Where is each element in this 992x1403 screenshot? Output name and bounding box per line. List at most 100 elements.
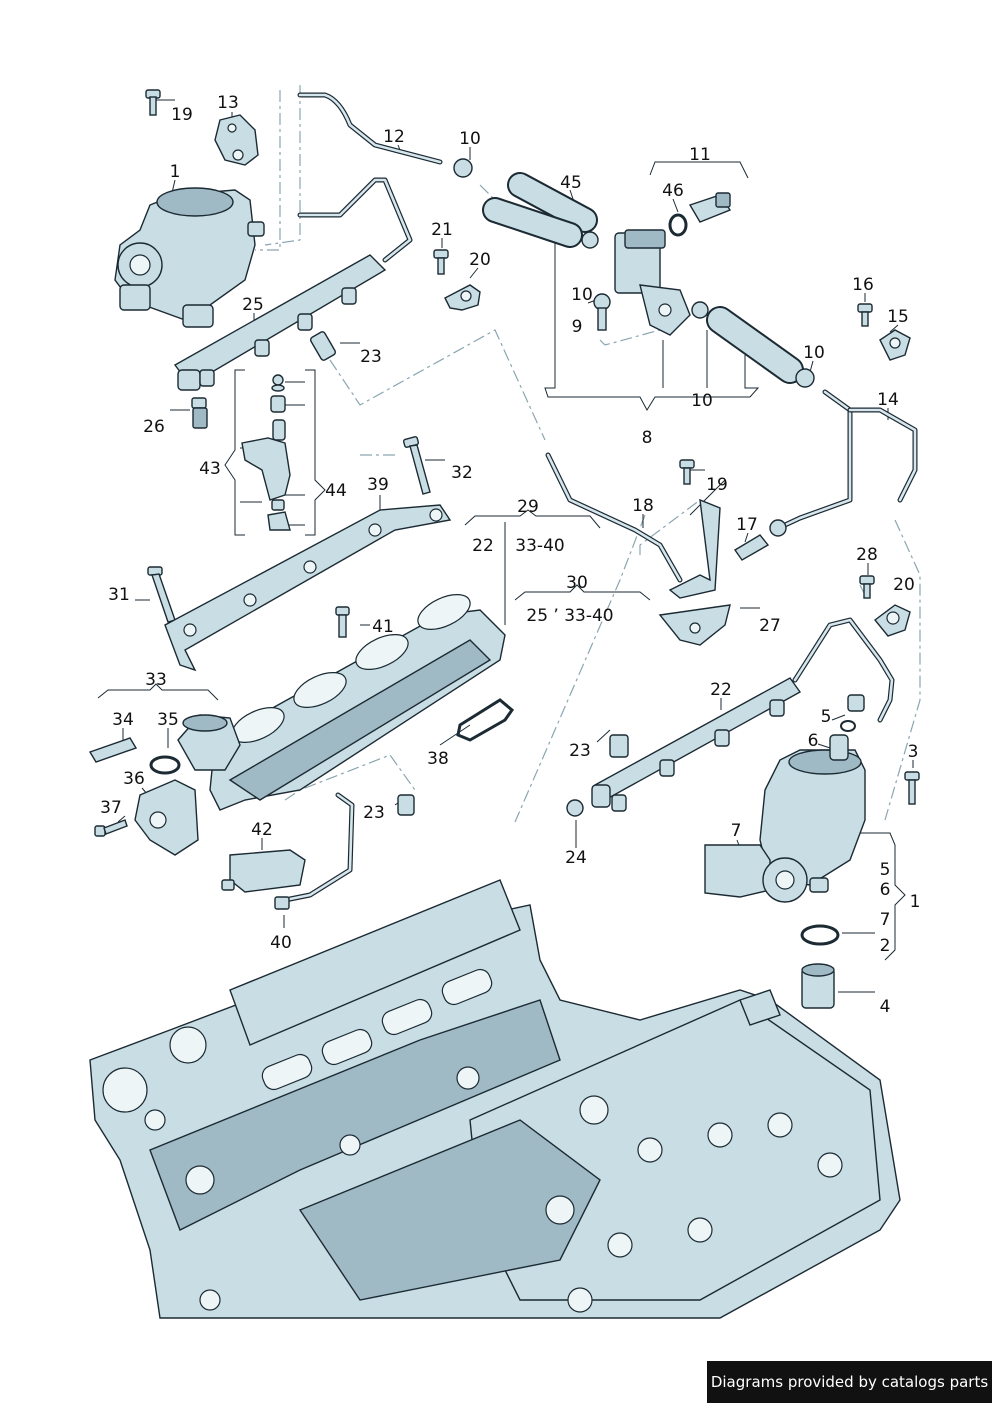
fitting-17: [733, 519, 787, 561]
callout-label: 6: [808, 731, 819, 751]
engine-block: [89, 879, 901, 1319]
clamp-10-top: [453, 158, 473, 178]
bolt-41: [335, 606, 350, 638]
callout-label: 17: [736, 515, 758, 535]
callout-label: 2: [880, 936, 891, 956]
actuator-36: [134, 779, 199, 856]
callout-label: 40: [270, 933, 292, 953]
callout-label: 9: [572, 317, 583, 337]
oring-2: [800, 924, 840, 946]
callout-label: 7: [731, 821, 742, 841]
bolt-16: [857, 303, 873, 327]
high-pressure-pump-right: [704, 734, 866, 903]
callout-label: 18: [632, 496, 654, 516]
fuel-rail-25: [173, 254, 387, 391]
callout-label: 22: [472, 536, 494, 556]
callout-label: 27: [759, 616, 781, 636]
callout-label: 19: [171, 105, 193, 125]
callout-label: 32: [451, 463, 473, 483]
callout-label: 43: [199, 459, 221, 479]
plug-23-mid: [397, 794, 415, 816]
sensor-23-right: [609, 734, 629, 758]
plug-5-right: [840, 694, 865, 732]
callout-label: 4: [880, 997, 891, 1017]
bracket-39: [164, 504, 452, 672]
callout-label: 23: [360, 347, 382, 367]
callout-label: 19: [706, 475, 728, 495]
callout-label: 12: [383, 127, 405, 147]
callout-label: 33-40: [515, 536, 564, 556]
callout-label: 42: [251, 820, 273, 840]
valve-42: [221, 849, 306, 893]
callout-label: 10: [803, 343, 825, 363]
callout-label: 20: [469, 250, 491, 270]
callout-label: 30: [566, 573, 588, 593]
bolt-28: [859, 575, 875, 599]
bolt-37: [94, 819, 128, 837]
bolt-9: [593, 293, 611, 331]
callout-label: 26: [143, 417, 165, 437]
roller-follower-4: [801, 963, 835, 1009]
callout-label: 24: [565, 848, 587, 868]
callout-label: 33: [145, 670, 167, 690]
callout-label: 31: [108, 585, 130, 605]
callout-label: 46: [662, 181, 684, 201]
callout-label: 7: [880, 910, 891, 930]
credit-footer: Diagrams provided by catalogs parts: [707, 1361, 992, 1403]
callout-label: 14: [877, 390, 899, 410]
callout-label: 10: [691, 391, 713, 411]
grease-tube-34: [88, 737, 138, 763]
callout-label: 1: [910, 892, 921, 912]
callout-label: 41: [372, 617, 394, 637]
callout-label: 6: [880, 880, 891, 900]
callout-label: 39: [367, 475, 389, 495]
callout-label: 34: [112, 710, 134, 730]
bolt-3: [904, 771, 920, 805]
callout-label: 16: [852, 275, 874, 295]
clip-20-top: [444, 284, 481, 311]
callout-label: 11: [689, 145, 711, 165]
callout-label: 21: [431, 220, 453, 240]
hose-45: [482, 172, 804, 384]
callout-label: 23: [569, 741, 591, 761]
callout-label: 10: [571, 285, 593, 305]
callout-label: 23: [363, 803, 385, 823]
fuel-lines: [282, 92, 918, 903]
bolt-19-top: [145, 89, 161, 116]
callout-label: 25 ’ 33-40: [526, 606, 613, 626]
seal-ring-35: [149, 755, 181, 775]
tube-40: [274, 896, 290, 910]
assembly-dash-lines: [255, 85, 921, 823]
bracket-13: [214, 114, 259, 166]
callout-label: 3: [908, 742, 919, 762]
oring-46: [668, 213, 688, 237]
clamp-10-valve: [581, 231, 815, 388]
bolt-19-mid: [679, 459, 695, 485]
intake-manifold-33: [177, 594, 506, 811]
callout-label: 37: [100, 798, 122, 818]
clip-15: [879, 329, 911, 361]
callout-label: 15: [887, 307, 909, 327]
plug-26: [191, 397, 208, 429]
callout-label: 20: [893, 575, 915, 595]
gasket-38: [456, 698, 515, 742]
callout-label: 45: [560, 173, 582, 193]
sensor-11: [688, 192, 732, 223]
callout-label: 29: [517, 497, 539, 517]
block-bores: [102, 1026, 843, 1313]
clip-20-right: [873, 604, 911, 637]
intake-ports: [261, 968, 493, 1091]
injector-stack: [241, 374, 291, 531]
callout-label: 36: [123, 769, 145, 789]
callout-label: 5: [880, 860, 891, 880]
high-pressure-pump-top: [114, 187, 265, 328]
callout-label: 25: [242, 295, 264, 315]
valve-8: [614, 229, 691, 336]
callout-label: 8: [642, 428, 653, 448]
bolt-21: [433, 249, 449, 275]
callout-label: 10: [459, 129, 481, 149]
bolt-31: [147, 566, 176, 623]
callout-label: 13: [217, 93, 239, 113]
callout-label: 38: [427, 749, 449, 769]
